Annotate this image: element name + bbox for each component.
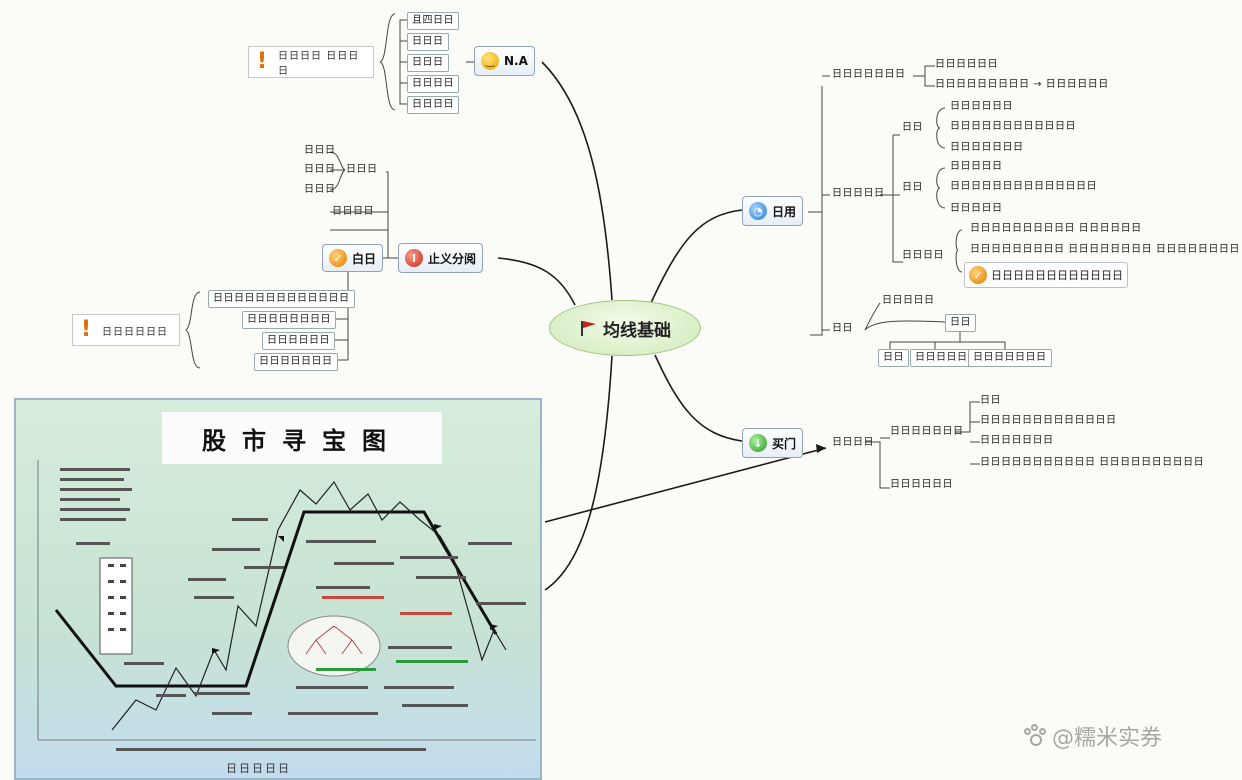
watermark: @糯米实券 [1022,720,1162,752]
rl-item-1[interactable]: 日日 [980,395,1001,406]
rl-item-3[interactable]: 日日日日日日日 [980,435,1054,446]
ru-group3-item-3: 日日日日日日日日日日日日 [991,269,1123,282]
rl-item-2[interactable]: 日日日日日日日日日日日日日 [980,415,1117,426]
rl-mid-2[interactable]: 日日日日日日 [890,479,953,490]
red-circle-icon: I [405,249,423,267]
left-upper-leaf-4[interactable]: 日日日日 [332,206,374,217]
left-lower-leaf-2[interactable]: 日日日日日日日日 [242,311,336,329]
central-title: 均线基础 [603,320,671,341]
ru-bottom-child-3[interactable]: 日日日日日日日 [968,349,1052,367]
branch-left-label: 止义分阅 [428,251,477,266]
branch-right-lower-label: 买门 [772,436,797,451]
ru-group3-item-1[interactable]: 日日日日日日日日日日 日日日日日日 [970,223,1142,234]
left-lower-leaf-3[interactable]: 日日日日日日 [262,332,335,350]
top-note-card[interactable]: ! 日日日日 日日日日 [248,46,374,78]
ru-group3-label[interactable]: 日日日日 [902,250,944,261]
left-lower-leaf-4[interactable]: 日日日日日日日 [254,353,338,371]
left-note-card[interactable]: ! 日日日日日日 [72,314,180,346]
branch-left[interactable]: I 止义分阅 [398,243,484,273]
rl-mid-1[interactable]: 日日日日日日日 [890,426,964,437]
picture-caption: 日日日日日 [226,762,291,775]
branch-top[interactable]: ‿ N.A [474,46,535,76]
ru-group3-item-3-node[interactable]: ✓ 日日日日日日日日日日日日 [964,262,1128,288]
ru-mid-label[interactable]: 日日日日日 [832,188,885,199]
central-topic[interactable]: 均线基础 [549,300,701,356]
ru-bottom-child-1[interactable]: 日日 [878,349,909,367]
green-circle-icon: ↓ [749,434,767,452]
branch-right-upper[interactable]: ◔ 日用 [742,196,804,226]
left-upper-leaf-1[interactable]: 日日日 [304,145,336,156]
left-upper-leaf-5[interactable]: 日日日 [346,164,378,175]
ru-bottom-box[interactable]: 日日 [945,314,976,332]
ru-group2-item-2[interactable]: 日日日日日日日日日日日日日日 [950,181,1097,192]
paw-icon [1022,724,1048,748]
top-leaf-5[interactable]: 日日日日 [407,96,459,114]
blue-circle-icon: ◔ [749,202,767,220]
branch-left-sub[interactable]: ✓ 白日 [322,244,384,272]
ru-top-leaf[interactable]: 日日日日日日日 [832,69,906,80]
ru-top-child-1[interactable]: 日日日日日日 [935,59,998,70]
top-note-text: 日日日日 日日日日 [278,51,360,77]
orange-check-icon: ✓ [969,266,987,284]
left-lower-leaf-1[interactable]: 日日日日日日日日日日日日日 [208,290,355,308]
ru-group1-item-2[interactable]: 日日日日日日日日日日日日 [950,121,1076,132]
rl-label[interactable]: 日日日日 [832,437,874,448]
ru-group2-label[interactable]: 日日 [902,182,923,193]
watermark-text: @糯米实券 [1052,726,1163,751]
picture-title: 股市寻宝图 [162,412,442,464]
rl-item-4[interactable]: 日日日日日日日日日日日 日日日日日日日日日日 [980,457,1205,468]
left-upper-leaf-2[interactable]: 日日日 [304,164,336,175]
treasure-map-illustration [37,460,536,751]
branch-top-label: N.A [504,54,528,68]
top-leaf-2[interactable]: 日日日 [407,33,449,51]
ru-top-child-2[interactable]: 日日日日日日日日日 → 日日日日日日 [935,79,1109,90]
orange-check-icon: ✓ [329,249,347,267]
warning-icon: ! [81,317,93,342]
top-leaf-1[interactable]: 且四日日 [407,12,459,30]
left-note-text: 日日日日日日 [102,326,169,338]
ru-group2-item-3[interactable]: 日日日日日 [950,203,1003,214]
top-leaf-3[interactable]: 日日日 [407,54,449,72]
treasure-map-image: 股市寻宝图 日日日日日 [14,398,542,780]
branch-right-upper-label: 日用 [772,204,797,219]
ru-group2-item-1[interactable]: 日日日日日 [950,161,1003,172]
ru-group1-item-1[interactable]: 日日日日日日 [950,101,1013,112]
ru-bottom-top[interactable]: 日日日日日 [882,295,935,306]
ru-group1-item-3[interactable]: 日日日日日日日 [950,142,1024,153]
ru-bottom-child-2[interactable]: 日日日日日 [910,349,973,367]
top-leaf-4[interactable]: 日日日日 [407,75,459,93]
yellow-smiley-icon: ‿ [481,52,499,70]
ru-group1-label[interactable]: 日日 [902,122,923,133]
red-flag-icon [579,320,597,336]
ru-bottom-label[interactable]: 日日 [832,323,853,334]
left-upper-leaf-3[interactable]: 日日日 [304,184,336,195]
ru-group3-item-2[interactable]: 日日日日日日日日日 日日日日日日日日 日日日日日日日日 [970,244,1240,255]
branch-left-sub-label: 白日 [352,251,377,266]
branch-right-lower[interactable]: ↓ 买门 [742,428,804,458]
warning-icon: ! [257,49,269,74]
